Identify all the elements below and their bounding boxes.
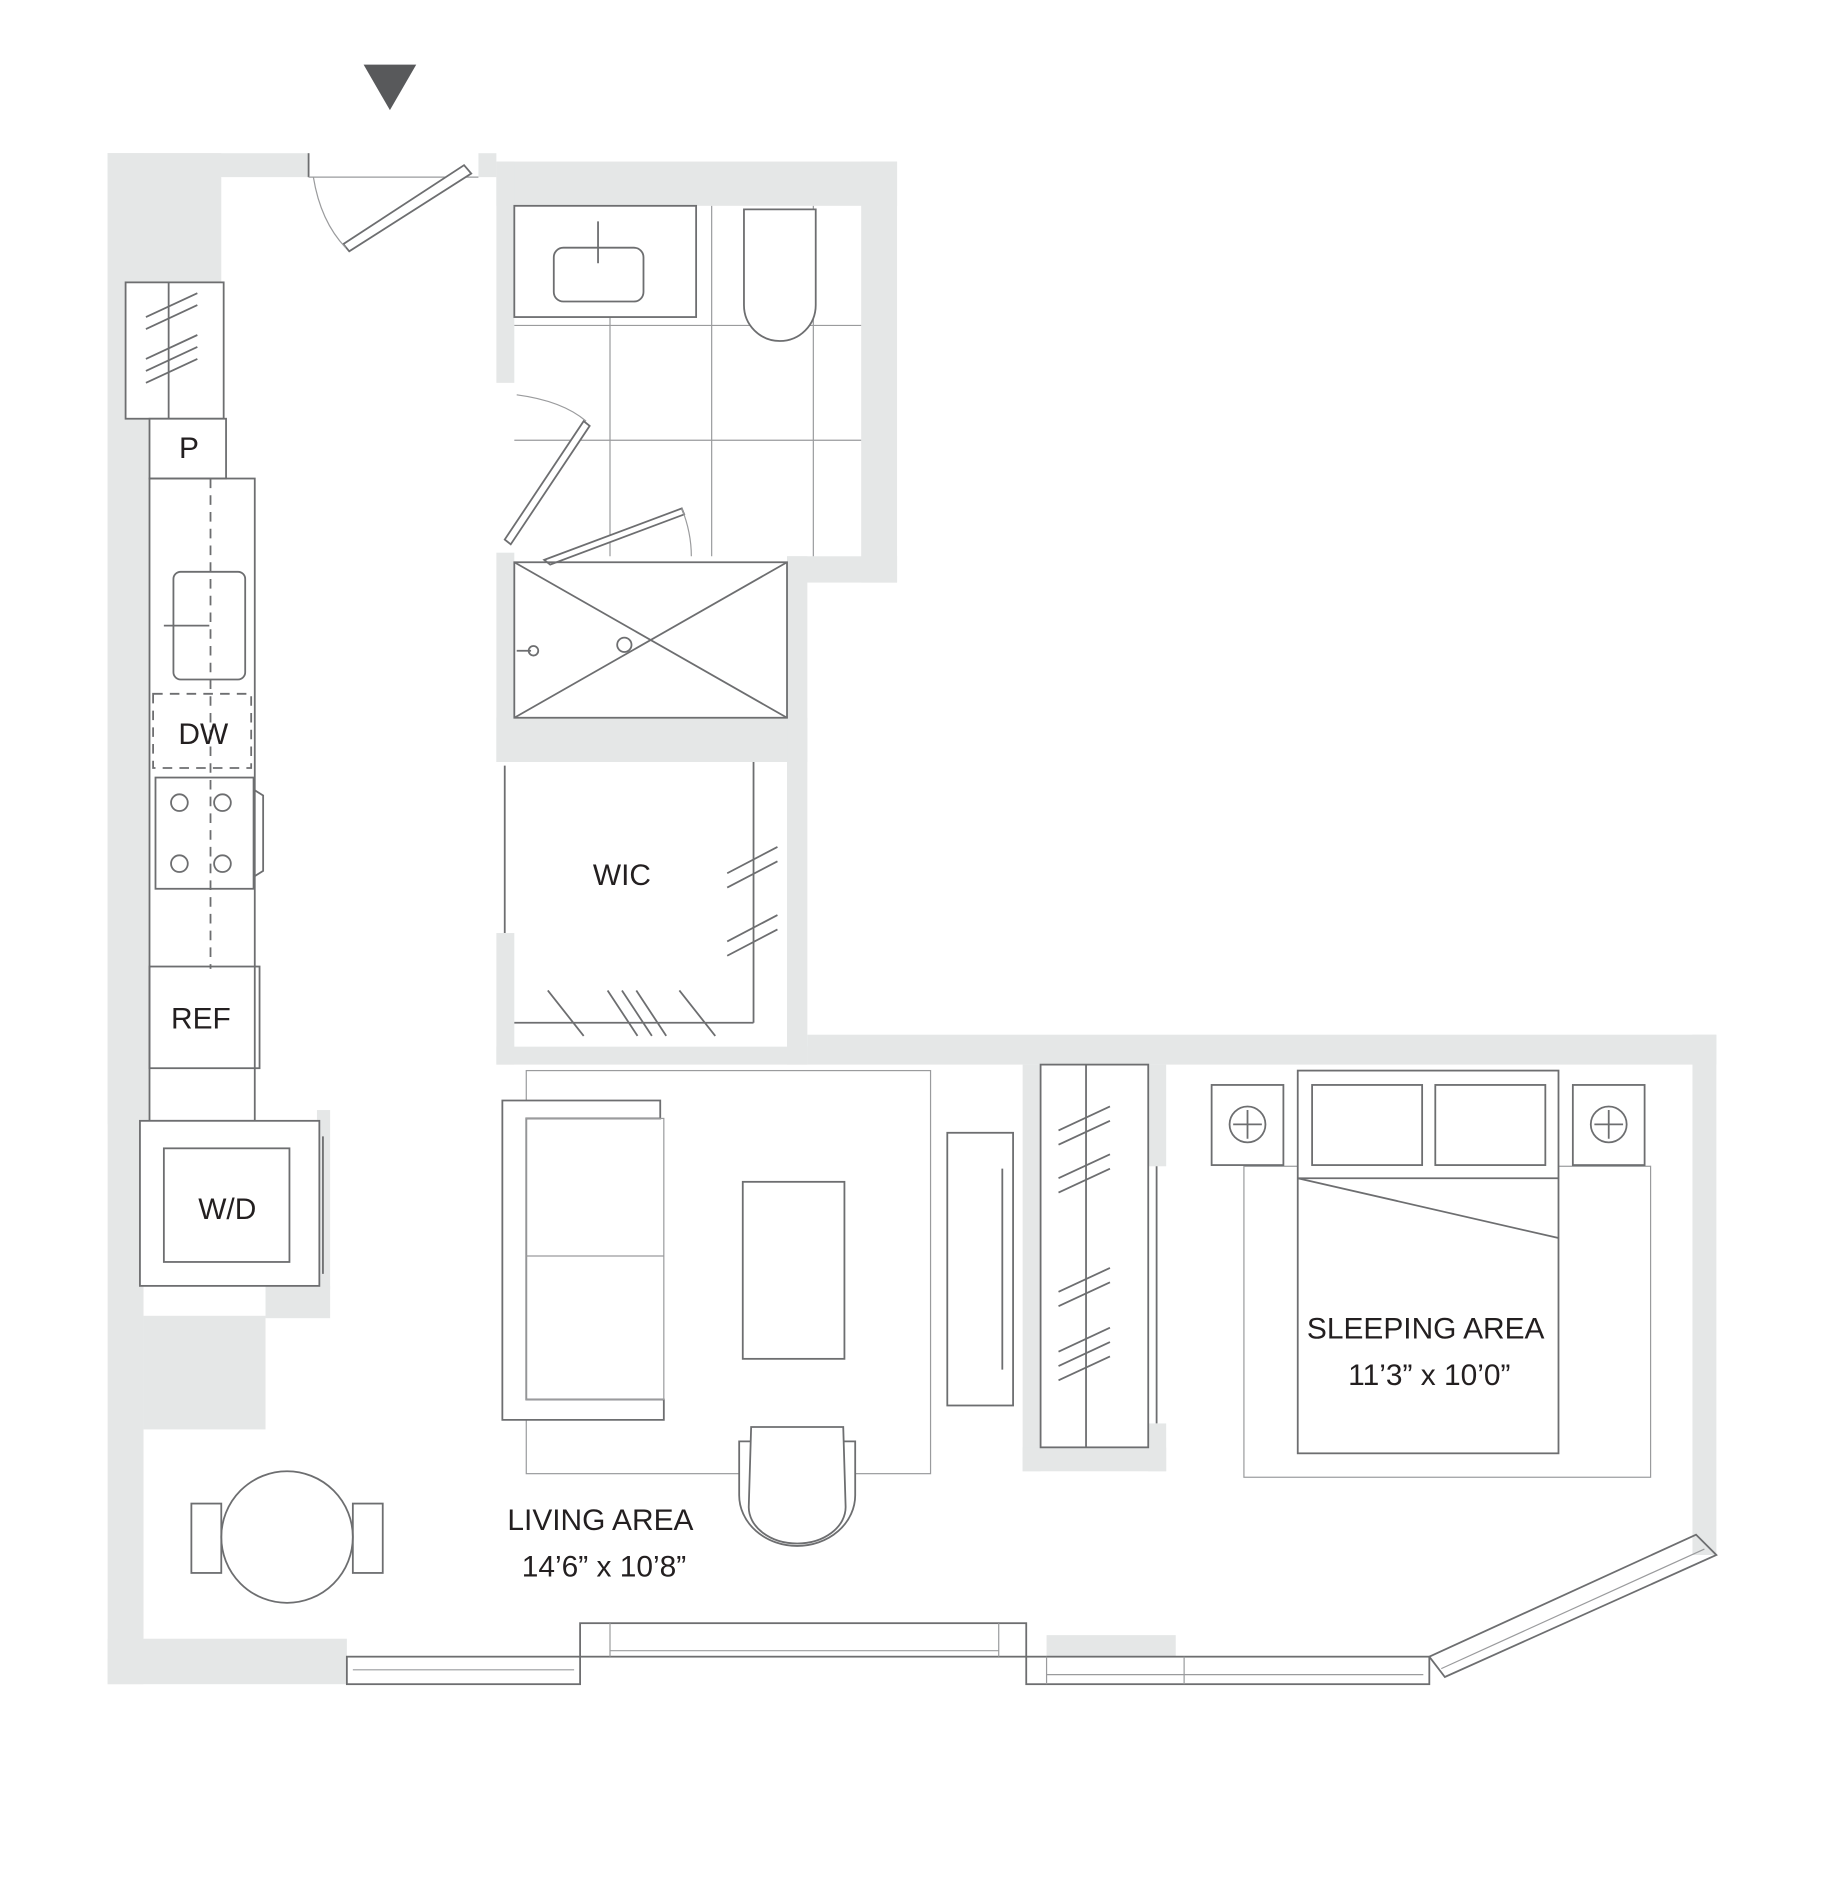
walk-in-closet: WIC — [503, 762, 778, 1037]
range — [154, 776, 255, 890]
vanity — [513, 204, 698, 318]
sleeping-area-name: SLEEPING AREA — [1307, 1313, 1545, 1346]
entry-door[interactable] — [307, 153, 479, 253]
washer-dryer — [162, 1147, 291, 1263]
refrigerator — [148, 965, 261, 1070]
toilet — [743, 208, 817, 342]
bedroom-closet — [1039, 1063, 1158, 1449]
laundry-closet: W/D — [139, 1119, 324, 1287]
washer-dryer-label: W/D — [198, 1193, 256, 1226]
coffee-table — [741, 1180, 846, 1360]
dishwasher-label: DW — [178, 718, 229, 751]
living-area: LIVING AREA 14’6” x 10’8” — [190, 1069, 1014, 1604]
bathroom-door — [503, 419, 591, 546]
walk-in-closet-label: WIC — [593, 859, 651, 892]
shower-door — [542, 507, 686, 566]
kitchen: P DW REF — [124, 281, 265, 1122]
living-area-name: LIVING AREA — [507, 1504, 693, 1537]
bathroom — [503, 204, 862, 719]
sleeping-area-dimensions: 11’3” x 10’0” — [1348, 1359, 1510, 1392]
dishwasher — [152, 692, 253, 769]
pantry-label: P — [179, 432, 199, 465]
entry-arrow-icon — [363, 64, 417, 111]
shower — [513, 561, 788, 719]
dining-table — [220, 1470, 354, 1604]
walls — [107, 153, 1717, 1685]
pantry — [148, 417, 227, 480]
sleeping-area: SLEEPING AREA 11’3” x 10’0” — [1210, 1069, 1652, 1478]
refrigerator-label: REF — [171, 1003, 231, 1036]
bed — [1296, 1069, 1560, 1455]
living-area-dimensions: 14’6” x 10’8” — [522, 1551, 687, 1584]
windows — [345, 1533, 1718, 1686]
